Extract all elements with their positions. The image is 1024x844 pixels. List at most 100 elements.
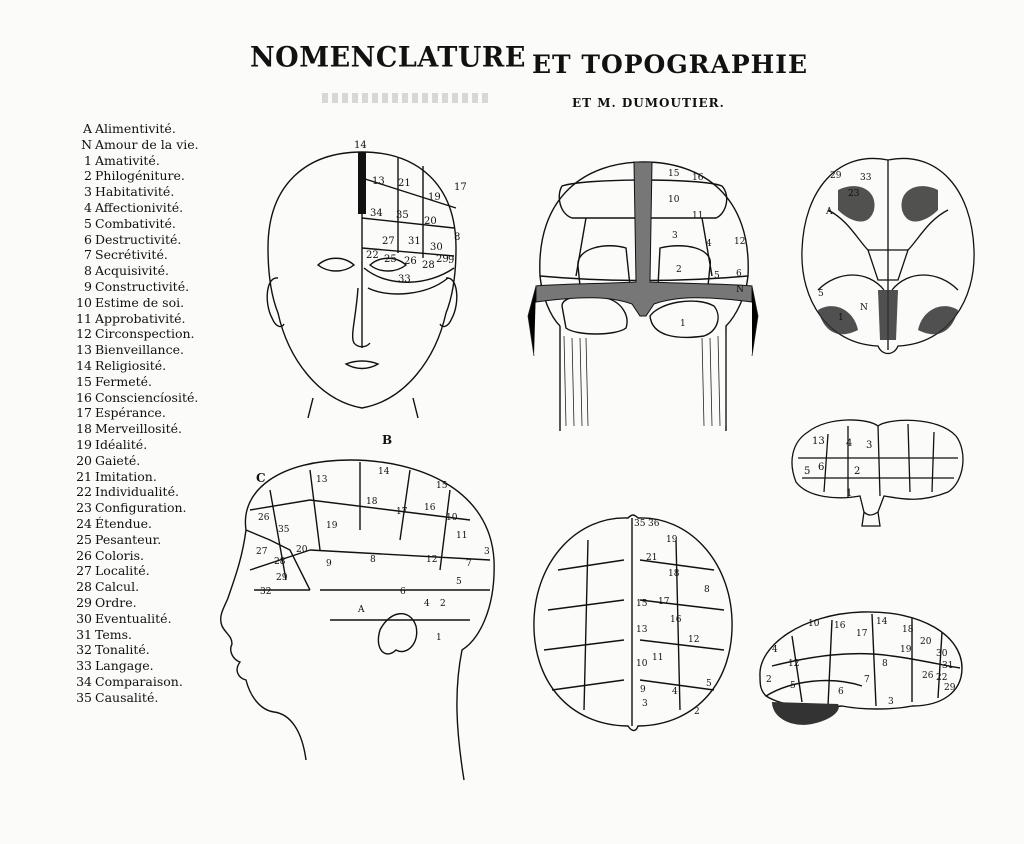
lateral-label-30: 30 [936, 649, 948, 659]
lateral-label-6: 6 [838, 687, 844, 697]
legend-label: Individualité. [95, 484, 179, 500]
lateral-label-22: 22 [936, 673, 947, 683]
top-label-21: 21 [646, 553, 657, 563]
legend-label: Calcul. [95, 579, 140, 595]
side-label-3: 3 [484, 547, 490, 557]
top-label-4: 4 [672, 687, 678, 697]
legend-key: 13 [76, 342, 92, 358]
side-label-6: 6 [400, 587, 406, 597]
legend-key: 23 [76, 500, 92, 516]
legend-label: Approbativité. [95, 310, 186, 326]
lateral-label-16: 16 [834, 621, 846, 631]
legend-key: 34 [76, 673, 92, 689]
legend-label: Acquisivité. [95, 263, 169, 279]
front-label-25: 25 [384, 254, 397, 265]
front-label-8: 8 [454, 232, 460, 243]
legend-label: Langage. [95, 658, 154, 674]
lateral-label-12: 12 [788, 659, 799, 669]
side-label-32: 32 [260, 587, 271, 597]
legend-label: Merveillosité. [95, 421, 182, 437]
legend-key: 30 [76, 610, 92, 626]
side-head-figure: B C 13 14 15 17 18 19 16 10 11 12 8 9 6 … [210, 430, 500, 790]
lateral-label-19: 19 [900, 645, 912, 655]
legend-label: Religiosité. [95, 357, 167, 373]
back-head-labels: 15 16 10 11 3 4 12 2 1 5 6 N [668, 169, 745, 329]
plate-subtitle: ET M. DUMOUTIER. [572, 96, 725, 110]
top-label-19: 19 [666, 535, 678, 545]
top-label-15: 15 [636, 599, 648, 609]
small-brain-label-2: 2 [854, 466, 860, 477]
legend-key: 14 [76, 357, 92, 373]
back-label-N: N [736, 285, 744, 295]
lateral-label-4: 4 [772, 645, 778, 655]
side-label-5: 5 [456, 577, 462, 587]
lateral-label-14: 14 [876, 617, 888, 627]
legend-label: Tems. [95, 626, 133, 642]
side-label-11: 11 [456, 531, 467, 541]
back-label-6: 6 [736, 269, 742, 279]
legend-key: 24 [76, 515, 92, 531]
back-label-12: 12 [734, 237, 745, 247]
top-label-12: 12 [688, 635, 699, 645]
side-label-16: 16 [424, 503, 436, 513]
back-label-10: 10 [668, 195, 680, 205]
side-label-8: 8 [370, 555, 376, 565]
legend-label: Constructivité. [95, 278, 190, 294]
faded-author-line [322, 93, 492, 103]
front-label-28: 28 [422, 260, 435, 271]
front-label-34: 34 [370, 208, 383, 219]
top-label-5: 5 [706, 679, 712, 689]
legend-key: 5 [84, 215, 92, 231]
brain-base-figure: 29 23 33 A 1 5 N [798, 150, 978, 360]
legend-label: Bienveillance. [95, 342, 184, 358]
top-label-35: 35 [634, 519, 646, 529]
legend-label: Espérance. [95, 405, 166, 421]
legend-key: 9 [84, 278, 92, 294]
legend-key: 10 [76, 294, 92, 310]
top-label-9: 9 [640, 685, 646, 695]
small-brain-label-4: 4 [846, 438, 852, 449]
legend-label: Amour de la vie. [95, 136, 199, 152]
top-label-17: 17 [658, 597, 670, 607]
side-label-2: 2 [440, 599, 446, 609]
legend-key: N [81, 136, 92, 152]
back-label-5: 5 [714, 271, 720, 281]
side-label-19: 19 [326, 521, 338, 531]
legend-label: Eventualité. [95, 610, 172, 626]
side-label-10: 10 [446, 513, 458, 523]
side-label-1: 1 [436, 633, 442, 643]
front-label-22: 22 [366, 250, 379, 261]
base-label-33: 33 [860, 173, 872, 183]
small-brain-label-1: 1 [846, 488, 852, 499]
lateral-label-3: 3 [888, 697, 894, 707]
legend-key: A [82, 121, 92, 136]
legend-key: 21 [76, 468, 92, 484]
front-label-30: 30 [430, 242, 443, 253]
lateral-label-8: 8 [882, 659, 888, 669]
legend-key: 26 [76, 547, 92, 563]
base-label-29: 29 [830, 171, 842, 181]
back-label-3: 3 [672, 231, 678, 241]
legend-key: 15 [76, 373, 92, 389]
front-label-21: 21 [398, 178, 411, 189]
side-label-12: 12 [426, 555, 437, 565]
legend-key: 8 [84, 263, 92, 279]
side-label-14: 14 [378, 467, 390, 477]
lateral-brain-labels: 10 16 17 14 18 19 20 12 8 7 6 5 2 4 3 30… [766, 617, 956, 707]
legend-label: Amativité. [95, 152, 160, 168]
legend-key: 29 [76, 594, 92, 610]
